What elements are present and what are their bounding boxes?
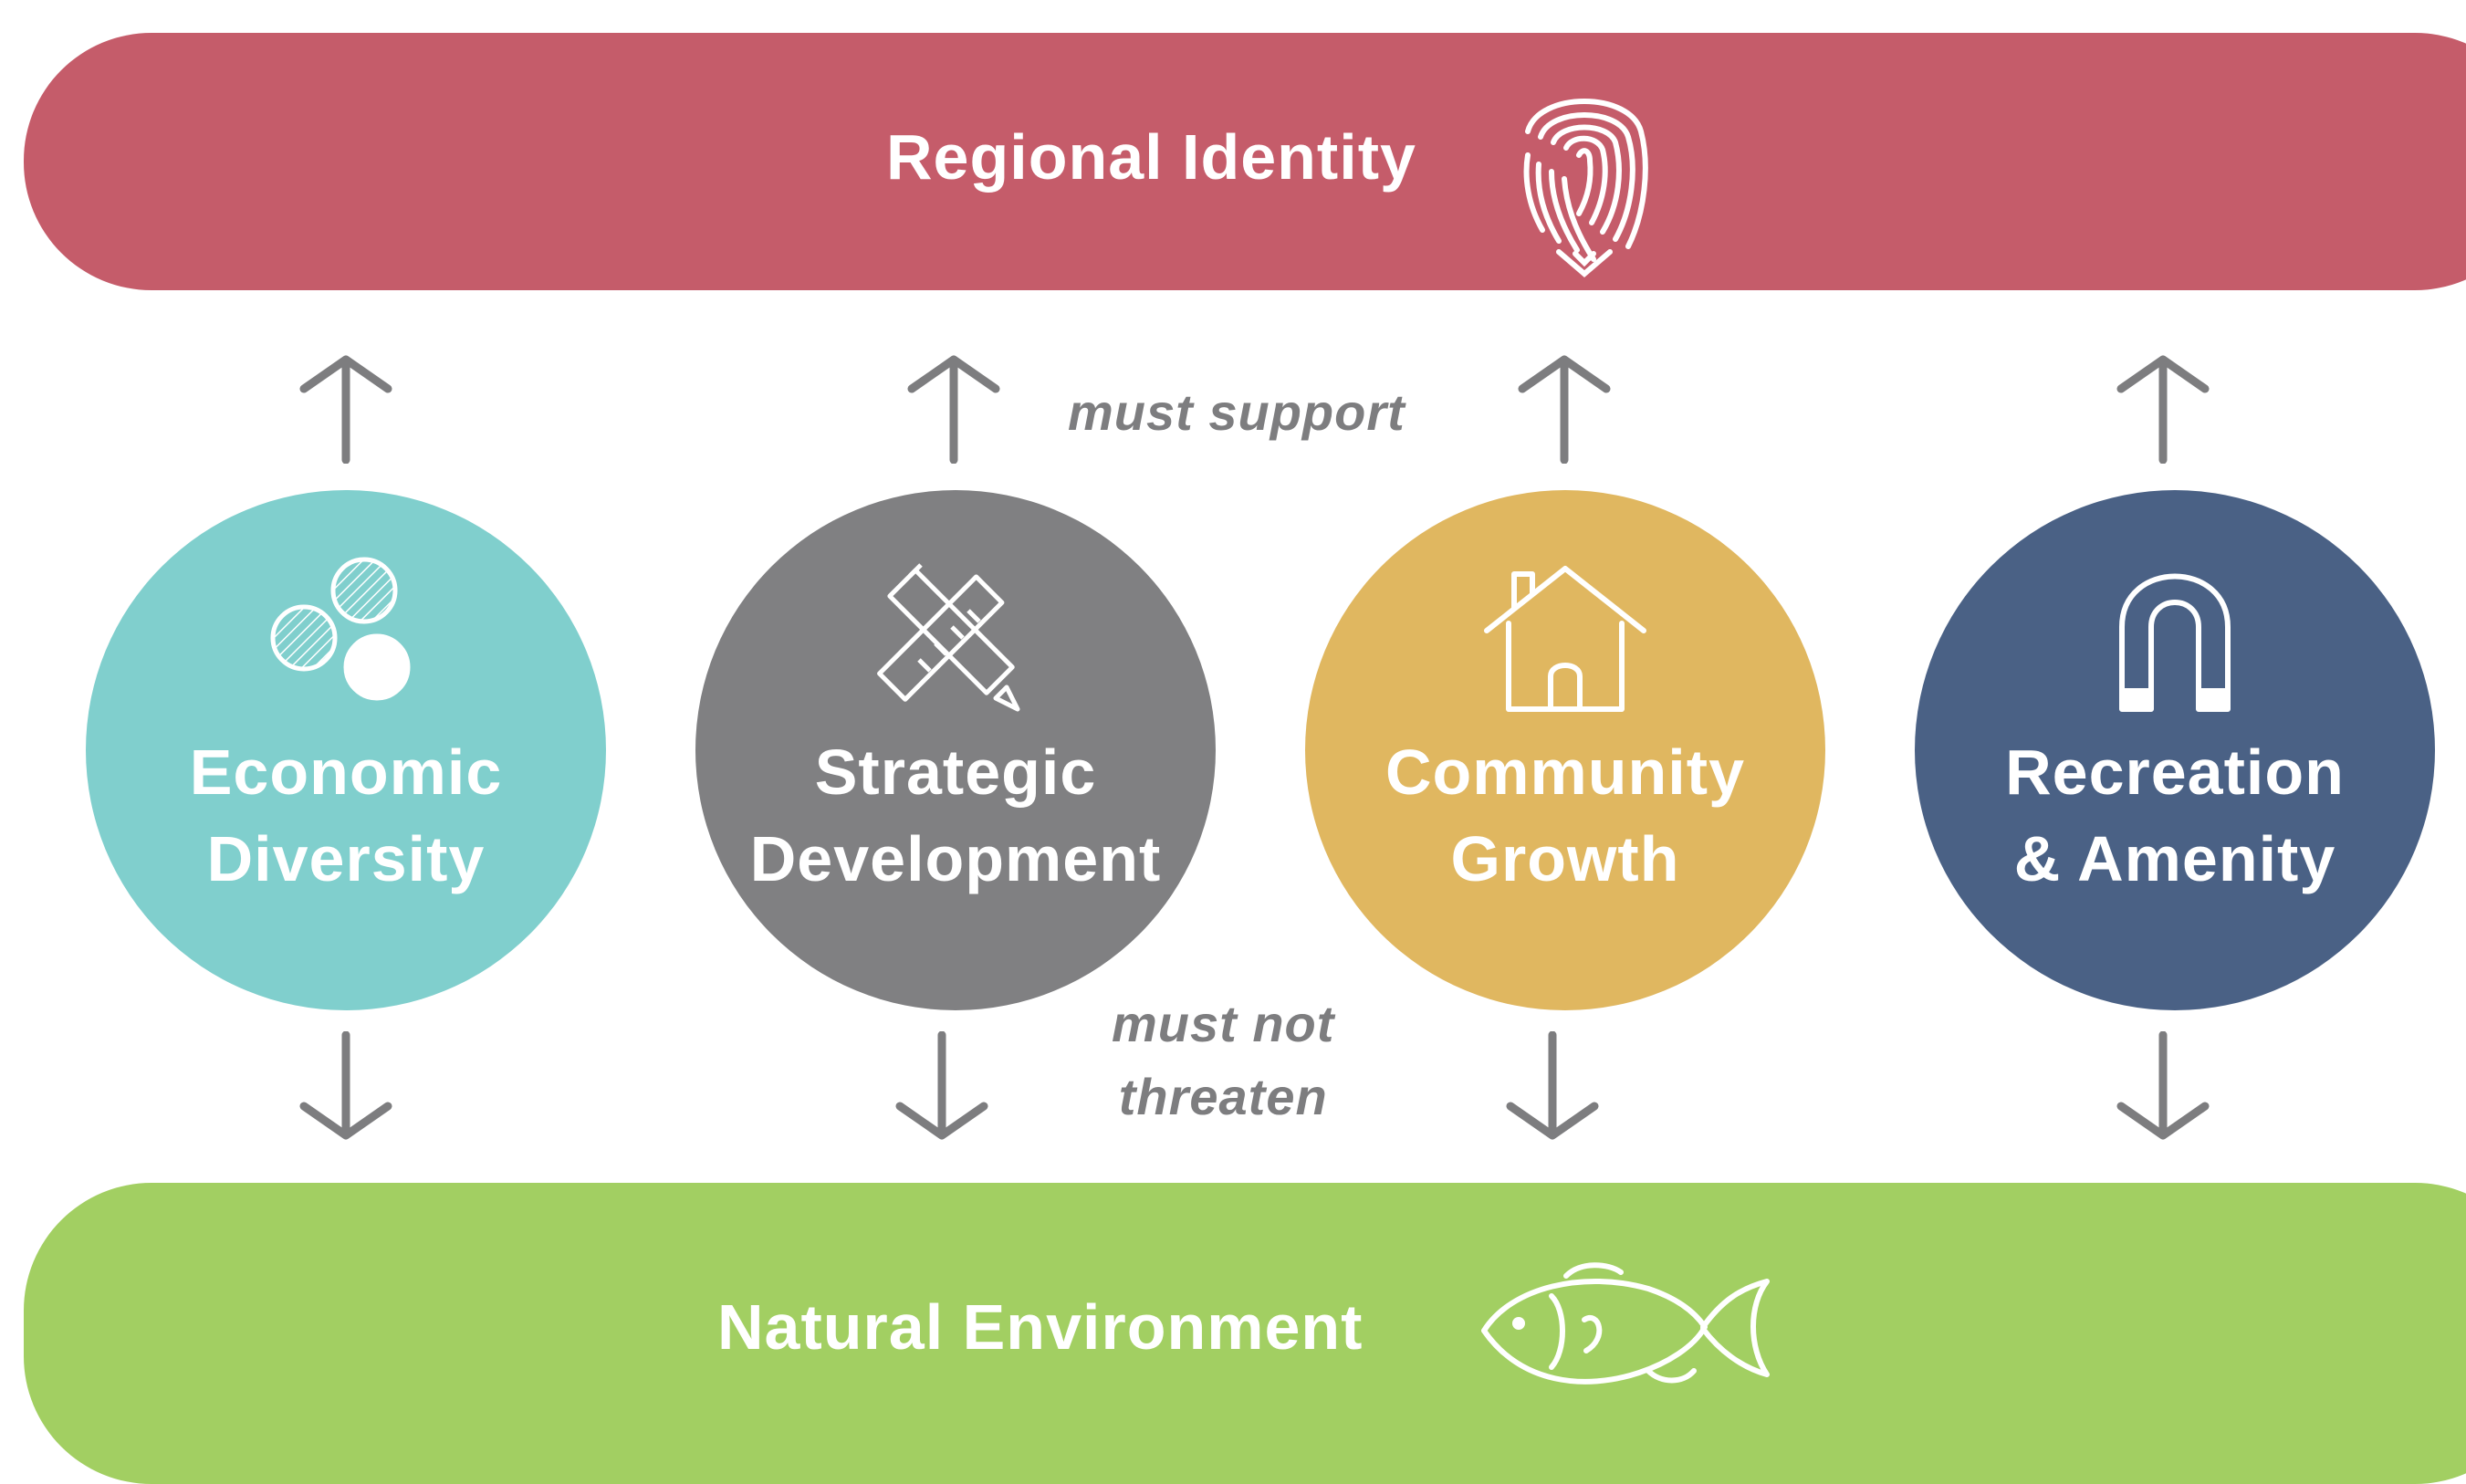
- strategic-development-circle: Strategic Development: [695, 490, 1216, 1010]
- community-growth-label: Community Growth: [1305, 729, 1825, 903]
- community-growth-circle: Community Growth: [1305, 490, 1825, 1010]
- magnet-icon: [2119, 573, 2231, 712]
- pillar-label-line1: Economic: [189, 737, 503, 808]
- pillar-label-line2: & Amenity: [2013, 823, 2336, 894]
- must-support-text: must support: [1068, 383, 1405, 441]
- regional-identity-band: Regional Identity: [24, 33, 2466, 290]
- natural-environment-band: Natural Environment: [24, 1183, 2466, 1484]
- pillar-label-line1: Strategic: [814, 737, 1097, 808]
- natural-environment-label: Natural Environment: [717, 1291, 1364, 1363]
- pillar-label-line1: Community: [1385, 737, 1745, 808]
- must-not-text: must not: [1112, 995, 1335, 1052]
- arrow-down-icon: [299, 1031, 392, 1140]
- arrow-up-icon: [1518, 355, 1611, 464]
- fingerprint-icon: [1523, 99, 1648, 277]
- threaten-text: threaten: [1118, 1068, 1328, 1125]
- ruler-pencil-icon: [877, 563, 1020, 712]
- arrow-down-icon: [895, 1031, 988, 1140]
- arrow-up-icon: [907, 355, 1000, 464]
- house-icon: [1484, 566, 1646, 712]
- arrow-up-icon: [2116, 355, 2210, 464]
- fish-icon: [1481, 1262, 1770, 1385]
- economic-diversity-circle: Economic Diversity: [86, 490, 606, 1010]
- must-support-note: must support: [1068, 376, 1405, 449]
- recreation-amenity-label: Recreation & Amenity: [1915, 729, 2435, 903]
- must-not-threaten-note: must not threaten: [1112, 988, 1334, 1134]
- pillar-label-line1: Recreation: [2005, 737, 2345, 808]
- economic-diversity-label: Economic Diversity: [86, 729, 606, 903]
- arrow-down-icon: [1506, 1031, 1599, 1140]
- pillar-label-line2: Growth: [1450, 823, 1680, 894]
- arrow-down-icon: [2116, 1031, 2210, 1140]
- pillar-label-line2: Diversity: [206, 823, 486, 894]
- recreation-amenity-circle: Recreation & Amenity: [1915, 490, 2435, 1010]
- arrow-up-icon: [299, 355, 392, 464]
- pillar-label-line2: Development: [749, 823, 1162, 894]
- coins-icon: [270, 557, 411, 701]
- regional-identity-label: Regional Identity: [886, 121, 1416, 193]
- strategic-development-label: Strategic Development: [695, 729, 1216, 903]
